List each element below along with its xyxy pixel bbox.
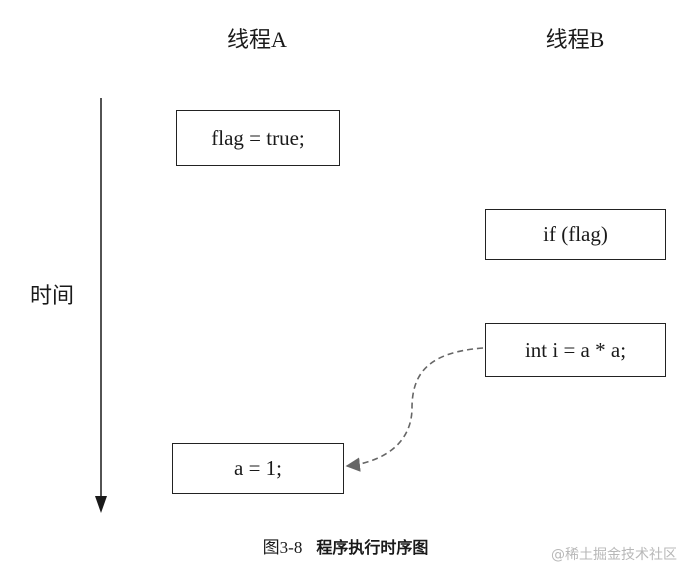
figure-number: 图3-8 bbox=[262, 538, 303, 557]
step-box-text: int i = a * a; bbox=[524, 337, 627, 362]
step-box-text: flag = true; bbox=[211, 125, 305, 150]
step-box-text: if (flag) bbox=[543, 222, 608, 246]
step-box-flag-true: flag = true; bbox=[176, 110, 340, 166]
figure-caption: 图3-8 程序执行时序图 bbox=[0, 537, 691, 559]
watermark: @稀土掘金技术社区 bbox=[551, 547, 677, 563]
dependency-dashed-arrow bbox=[345, 347, 484, 472]
step-box-text: a = 1; bbox=[234, 456, 282, 480]
thread-b-title: 线程B bbox=[545, 27, 605, 52]
thread-a-title: 线程A bbox=[227, 27, 287, 52]
time-axis-arrowhead bbox=[95, 496, 107, 513]
step-box-if-flag: if (flag) bbox=[485, 209, 666, 260]
figure-title: 程序执行时序图 bbox=[316, 538, 429, 557]
time-axis-label: 时间 bbox=[30, 283, 75, 308]
step-box-int-i: int i = a * a; bbox=[485, 323, 666, 377]
step-box-a-equals-1: a = 1; bbox=[172, 443, 344, 494]
